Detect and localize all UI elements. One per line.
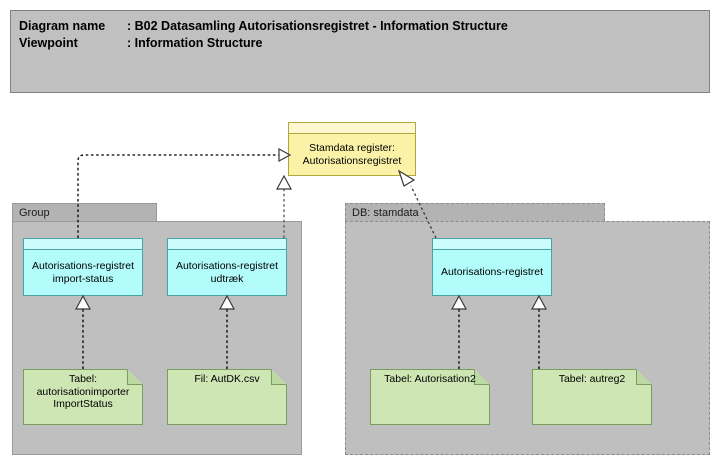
title-label-viewpoint: Viewpoint — [19, 36, 78, 50]
node-autorisationsregistret-db[interactable]: Autorisations-registret — [432, 238, 552, 296]
title-label-diagram-name: Diagram name — [19, 19, 106, 33]
node-label-stamdata-register: Stamdata register: Autorisationsregistre… — [302, 142, 402, 167]
node-label-udtraek: Autorisations-registret udtræk — [175, 260, 279, 285]
title-line-diagram-name: Diagram name: B02 Datasamling Autorisati… — [19, 18, 709, 35]
node-header-strip — [168, 239, 286, 250]
node-label-tabel-autreg2: Tabel: autreg2 — [558, 373, 626, 385]
node-header-strip — [289, 123, 415, 134]
arrowhead-hollow-triangle — [275, 174, 293, 190]
node-label-tabel-importstatus: Tabel: autorisationimporter ImportStatus — [36, 373, 130, 410]
title-line-viewpoint: Viewpoint: Information Structure — [19, 35, 709, 52]
title-sep-diagram-name: : — [127, 19, 132, 33]
document-sheet — [370, 369, 490, 425]
node-fil-autdk[interactable]: Fil: AutDK.csv — [167, 369, 287, 425]
document-sheet — [532, 369, 652, 425]
node-label-fil-autdk: Fil: AutDK.csv — [194, 373, 260, 385]
container-tab-db-stamdata[interactable]: DB: stamdata — [345, 203, 605, 221]
node-label-autorisationsregistret-db: Autorisations-registret — [440, 266, 544, 279]
node-tabel-importstatus[interactable]: Tabel: autorisationimporter ImportStatus — [23, 369, 143, 425]
node-tabel-autorisation2[interactable]: Tabel: Autorisation2 — [370, 369, 490, 425]
node-label-import-status: Autorisations-registret import-status — [31, 260, 135, 285]
node-import-status[interactable]: Autorisations-registret import-status — [23, 238, 143, 296]
container-tab-group[interactable]: Group — [12, 203, 157, 221]
node-udtraek[interactable]: Autorisations-registret udtræk — [167, 238, 287, 296]
node-label-tabel-autorisation2: Tabel: Autorisation2 — [384, 373, 476, 385]
diagram-title-block: Diagram name: B02 Datasamling Autorisati… — [10, 10, 710, 93]
document-sheet — [23, 369, 143, 425]
title-value-diagram-name: B02 Datasamling Autorisationsregistret -… — [134, 19, 508, 33]
container-label-group: Group — [19, 207, 50, 219]
title-sep-viewpoint: : — [127, 36, 132, 50]
container-label-db-stamdata: DB: stamdata — [352, 207, 419, 219]
node-header-strip — [24, 239, 142, 250]
node-tabel-autreg2[interactable]: Tabel: autreg2 — [532, 369, 652, 425]
node-stamdata-register[interactable]: Stamdata register: Autorisationsregistre… — [288, 122, 416, 176]
title-value-viewpoint: Information Structure — [134, 36, 263, 50]
document-sheet — [167, 369, 287, 425]
node-header-strip — [433, 239, 551, 250]
